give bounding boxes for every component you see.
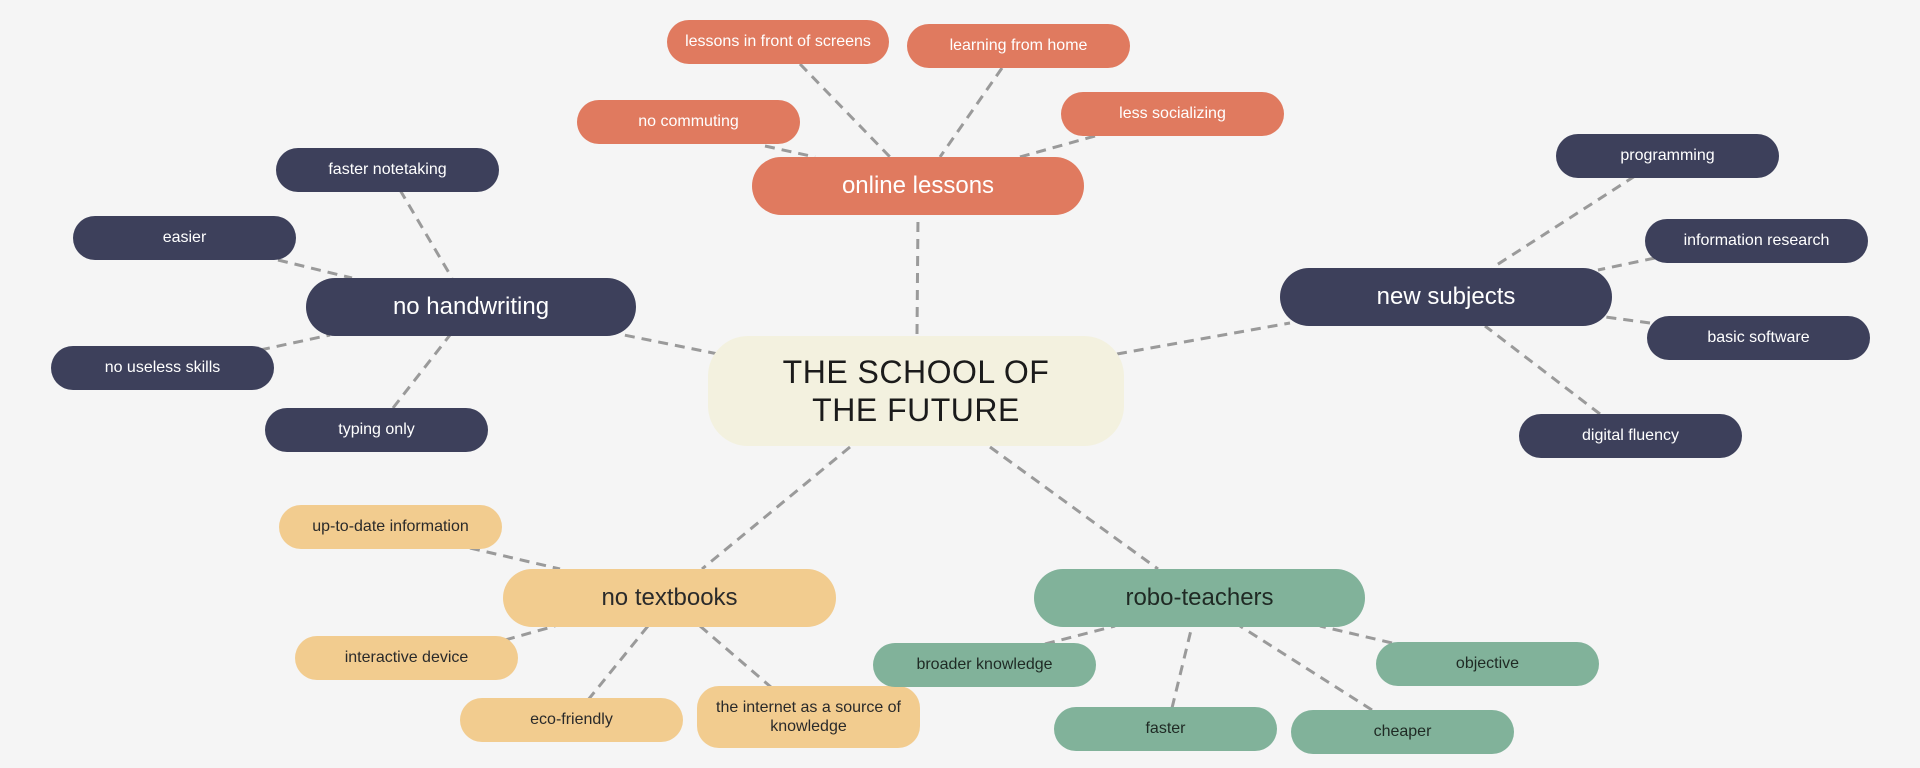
leaf-eco-friendly[interactable]: eco-friendly: [460, 698, 683, 742]
leaf-no-useless-skills[interactable]: no useless skills: [51, 346, 274, 390]
link-textbooks-device: [504, 624, 556, 642]
link-subjects-programming: [1491, 174, 1636, 270]
branch-new-subjects[interactable]: new subjects: [1280, 268, 1612, 326]
leaf-less-socializing[interactable]: less socializing: [1061, 92, 1284, 136]
link-textbooks-uptodate: [469, 546, 561, 571]
link-center-no-textbooks: [701, 445, 851, 571]
link-subjects-software: [1597, 314, 1651, 325]
leaf-interactive-device[interactable]: interactive device: [295, 636, 518, 680]
center-topic[interactable]: THE SCHOOL OF THE FUTURE: [708, 336, 1124, 446]
leaf-internet-source-of-knowledge[interactable]: the internet as a source of knowledge: [697, 686, 920, 748]
link-subjects-fluency: [1484, 324, 1601, 416]
leaf-basic-software[interactable]: basic software: [1647, 316, 1870, 360]
leaf-no-commuting[interactable]: no commuting: [577, 100, 800, 144]
link-textbooks-internet: [699, 624, 773, 690]
leaf-faster[interactable]: faster: [1054, 707, 1277, 751]
link-robo-faster: [1170, 625, 1194, 709]
link-online-socializing: [1019, 134, 1096, 159]
branch-robo-teachers[interactable]: robo-teachers: [1034, 569, 1365, 627]
branch-no-textbooks[interactable]: no textbooks: [503, 569, 836, 627]
link-handwriting-notetaking: [398, 189, 454, 279]
link-robo-cheaper: [1239, 624, 1373, 712]
branch-online-lessons[interactable]: online lessons: [752, 157, 1084, 215]
link-textbooks-eco: [586, 625, 650, 701]
link-subjects-research: [1597, 256, 1656, 272]
leaf-up-to-date-information[interactable]: up-to-date information: [279, 505, 502, 549]
link-center-robo-teachers: [989, 445, 1159, 571]
leaf-broader-knowledge[interactable]: broader knowledge: [873, 643, 1096, 687]
leaf-objective[interactable]: objective: [1376, 642, 1599, 686]
link-handwriting-easier: [277, 258, 353, 280]
link-robo-objective: [1319, 624, 1393, 645]
leaf-learning-from-home[interactable]: learning from home: [907, 24, 1130, 68]
link-handwriting-useless: [259, 333, 331, 352]
leaf-faster-notetaking[interactable]: faster notetaking: [276, 148, 499, 192]
leaf-cheaper[interactable]: cheaper: [1291, 710, 1514, 754]
link-center-new-subjects: [1116, 321, 1291, 356]
leaf-lessons-in-front-of-screens[interactable]: lessons in front of screens: [667, 20, 889, 64]
link-center-no-handwriting: [623, 333, 719, 356]
link-robo-broader: [1044, 624, 1116, 646]
link-center-online-lessons: [915, 215, 920, 335]
leaf-programming[interactable]: programming: [1556, 134, 1779, 178]
link-handwriting-typing: [391, 334, 452, 409]
branch-no-handwriting[interactable]: no handwriting: [306, 278, 636, 336]
leaf-easier[interactable]: easier: [73, 216, 296, 260]
leaf-typing-only[interactable]: typing only: [265, 408, 488, 452]
leaf-information-research[interactable]: information research: [1645, 219, 1868, 263]
link-online-screens: [798, 62, 892, 159]
link-online-home: [938, 67, 1004, 158]
leaf-digital-fluency[interactable]: digital fluency: [1519, 414, 1742, 458]
link-online-commuting: [764, 144, 816, 159]
